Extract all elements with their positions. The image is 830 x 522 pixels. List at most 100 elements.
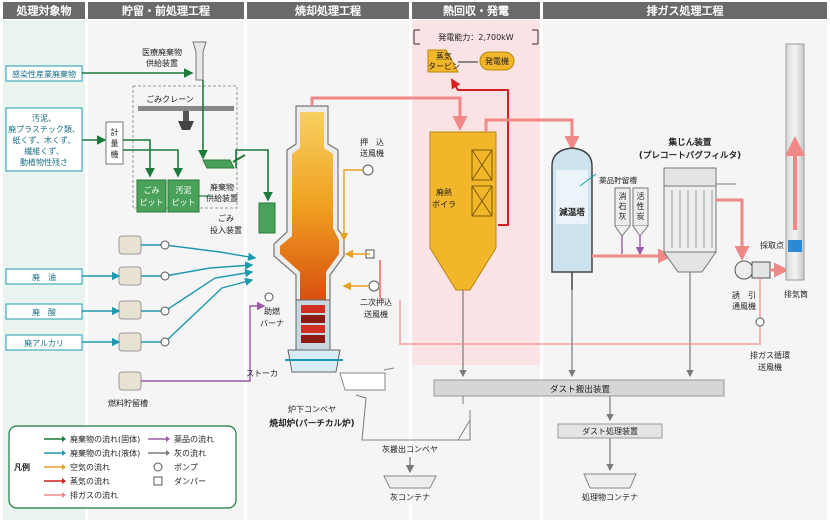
furnace-flames bbox=[280, 112, 339, 300]
crane-grab-icon bbox=[178, 121, 194, 130]
legend-item-right-0: 薬品の流れ bbox=[148, 434, 214, 444]
svg-text:感染性産業廃棄物: 感染性産業廃棄物 bbox=[12, 69, 76, 79]
input-sludge-group bbox=[5, 107, 83, 172]
chem-tank-label: 薬品貯留槽 bbox=[599, 175, 637, 185]
legend-item-left-3: 蒸気の流れ bbox=[44, 476, 110, 486]
svg-text:廃熱: 廃熱 bbox=[436, 187, 452, 197]
legend-item-left-2: 空気の流れ bbox=[44, 462, 110, 472]
secondary-fan-icon bbox=[368, 280, 380, 292]
svg-text:タービン: タービン bbox=[428, 62, 460, 71]
svg-text:(プレコートバグフィルタ): (プレコートバグフィルタ) bbox=[639, 149, 741, 161]
svg-text:機: 機 bbox=[111, 149, 119, 159]
header-targets-bar bbox=[3, 2, 85, 19]
legend-label: 排ガスの流れ bbox=[70, 490, 118, 500]
legend-box bbox=[8, 425, 237, 509]
svg-text:バーナ: バーナ bbox=[260, 319, 284, 328]
svg-text:廃アルカリ: 廃アルカリ bbox=[24, 338, 64, 348]
svg-text:活: 活 bbox=[637, 191, 645, 201]
svg-text:廃プラスチック類、: 廃プラスチック類、 bbox=[8, 124, 80, 134]
induced-fan-icon bbox=[734, 260, 754, 280]
svg-text:ダスト処理装置: ダスト処理装置 bbox=[582, 426, 638, 436]
legend-label: 薬品の流れ bbox=[174, 434, 214, 444]
pump-icons bbox=[160, 240, 170, 347]
svg-text:ダスト搬出装置: ダスト搬出装置 bbox=[550, 383, 611, 395]
legend-item-left-4: 排ガスの流れ bbox=[44, 490, 118, 500]
legend-item-right-1: 灰の流れ bbox=[148, 448, 206, 458]
furnace-title: 焼却炉(バーチカル炉) bbox=[269, 417, 354, 429]
svg-text:減温塔: 減温塔 bbox=[559, 206, 585, 218]
fuel-tank-label: 燃料貯留槽 bbox=[108, 398, 148, 408]
svg-text:ボイラ: ボイラ bbox=[432, 200, 456, 209]
svg-text:蒸気: 蒸気 bbox=[436, 51, 452, 61]
svg-text:灰: 灰 bbox=[619, 211, 627, 221]
header-heat-recovery: 熱回収・発電 bbox=[443, 4, 509, 18]
svg-text:供給装置: 供給装置 bbox=[146, 58, 178, 68]
ash-container-icon bbox=[383, 475, 437, 489]
stack-label: 排気筒 bbox=[784, 289, 808, 299]
crane-rail bbox=[138, 106, 234, 111]
legend-label: 廃棄物の流れ(固体) bbox=[70, 434, 140, 444]
svg-text:送風機: 送風機 bbox=[364, 309, 388, 319]
push-fan-icon bbox=[362, 164, 374, 176]
legend-item-right-3: ダンパー bbox=[153, 476, 206, 486]
push-fan-label: 押 込 bbox=[360, 137, 384, 147]
recirc-fan-icon bbox=[755, 317, 765, 327]
header-exhaust: 排ガス処理工程 bbox=[647, 4, 724, 18]
legend-label: ダンパー bbox=[174, 476, 206, 486]
svg-text:送風機: 送風機 bbox=[360, 148, 384, 158]
generator bbox=[479, 51, 515, 71]
burner-icon bbox=[264, 292, 274, 302]
waste-heat-boiler bbox=[429, 131, 497, 291]
sampling-label: 採取点 bbox=[760, 240, 784, 250]
svg-text:送風機: 送風機 bbox=[758, 362, 782, 372]
svg-text:量: 量 bbox=[111, 139, 119, 148]
header-targets: 処理対象物 bbox=[16, 4, 72, 18]
fuel-tanks bbox=[118, 235, 142, 391]
svg-text:動植物性残さ: 動植物性残さ bbox=[20, 157, 68, 167]
svg-text:発電機: 発電機 bbox=[485, 56, 509, 66]
recirc-fan-label: 排ガス循環 bbox=[750, 350, 790, 360]
ash-container-label: 灰コンテナ bbox=[390, 492, 430, 502]
svg-text:炭: 炭 bbox=[637, 212, 645, 221]
legend-damper-icon bbox=[153, 476, 163, 486]
product-container-label: 処理物コンテナ bbox=[582, 492, 638, 502]
legend-item-left-1: 廃棄物の流れ(液体) bbox=[44, 448, 140, 458]
svg-text:性: 性 bbox=[637, 201, 645, 211]
induced-fan-label: 誘 引 bbox=[732, 290, 756, 300]
svg-text:汚泥、: 汚泥、 bbox=[32, 113, 56, 123]
garbage-input-device bbox=[258, 202, 276, 234]
bag-filter bbox=[663, 185, 717, 253]
svg-text:紙くず、木くず、: 紙くず、木くず、 bbox=[13, 135, 76, 145]
svg-text:投入装置: 投入装置 bbox=[210, 225, 242, 235]
svg-text:ピット: ピット bbox=[140, 198, 164, 207]
waste-feeder bbox=[202, 159, 235, 169]
sludge-pit bbox=[167, 179, 200, 213]
medical-feeder-label: 医療廃棄物 bbox=[142, 47, 182, 57]
sampling-point-marker bbox=[788, 240, 802, 252]
legend-item-right-2: ポンプ bbox=[153, 462, 198, 472]
svg-text:供給装置: 供給装置 bbox=[206, 193, 238, 203]
svg-text:助燃: 助燃 bbox=[264, 306, 280, 316]
svg-text:通風機: 通風機 bbox=[732, 301, 756, 311]
svg-text:計: 計 bbox=[111, 127, 119, 137]
product-container-icon bbox=[583, 473, 637, 489]
capacity-label: 発電能力：2,700kW bbox=[438, 32, 514, 42]
svg-text:廃 酸: 廃 酸 bbox=[32, 307, 56, 317]
stoker-label: ストーカ bbox=[246, 369, 278, 378]
legend-title: 凡例 bbox=[14, 462, 30, 472]
dust-collector-label: 集じん装置 bbox=[668, 136, 712, 148]
svg-text:石: 石 bbox=[619, 202, 627, 211]
svg-text:ごみ: ごみ bbox=[144, 185, 160, 195]
under-conveyor-label: 炉下コンベヤ bbox=[288, 404, 336, 414]
svg-text:廃 油: 廃 油 bbox=[32, 272, 56, 282]
garbage-pit bbox=[136, 179, 167, 213]
legend-item-left-0: 廃棄物の流れ(固体) bbox=[44, 434, 140, 444]
legend-label: 灰の流れ bbox=[174, 448, 206, 458]
svg-text:消: 消 bbox=[619, 191, 627, 201]
ash-conveyor-label: 灰搬出コンベヤ bbox=[382, 444, 438, 454]
header-incineration: 焼却処理工程 bbox=[295, 4, 361, 18]
svg-text:汚泥: 汚泥 bbox=[176, 185, 192, 195]
legend-pump-icon bbox=[153, 462, 163, 472]
dust-unit bbox=[433, 379, 725, 397]
